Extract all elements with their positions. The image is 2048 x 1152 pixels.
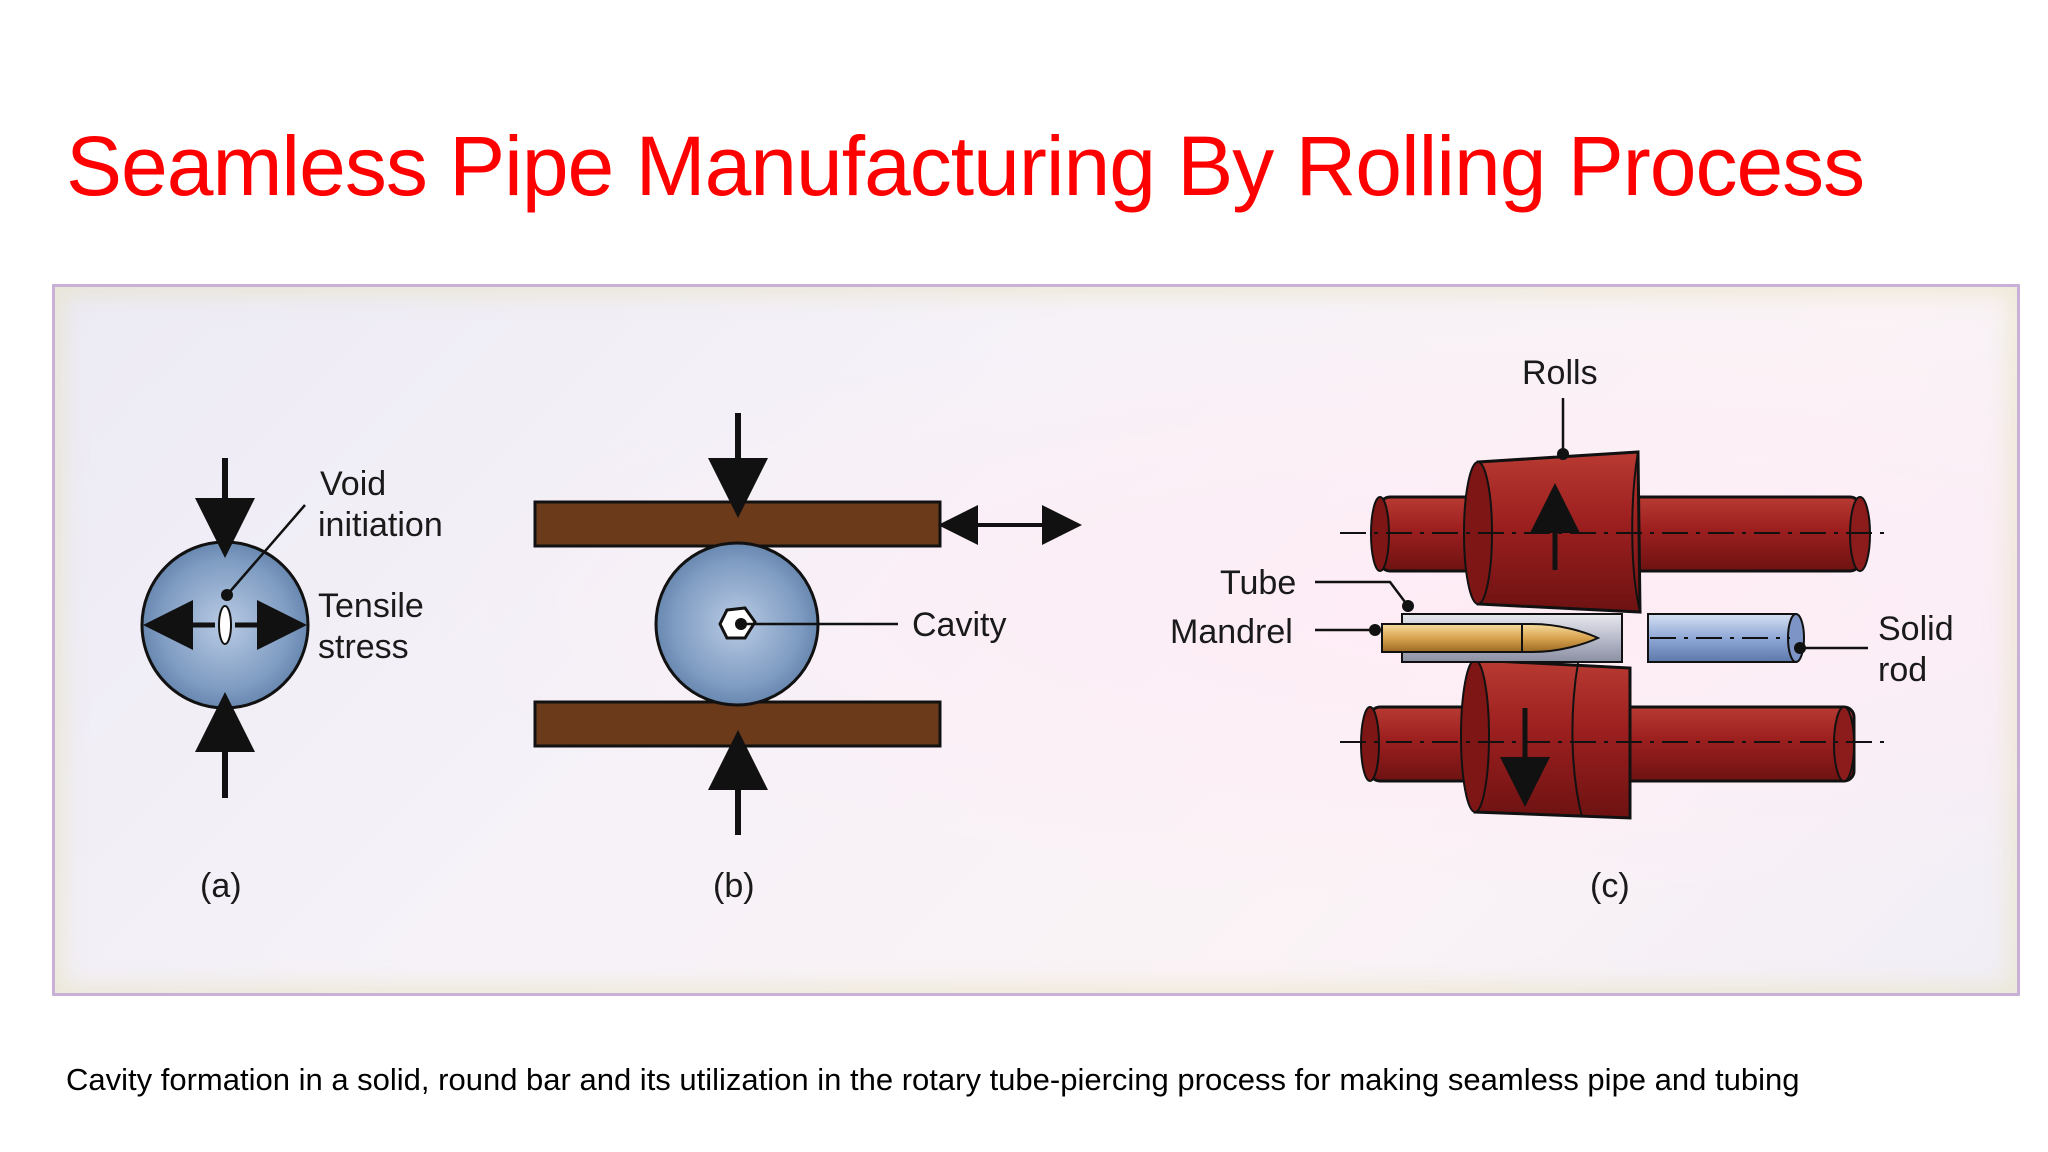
stress-label-line1: Tensile [318, 587, 424, 625]
figure-caption: Cavity formation in a solid, round bar a… [66, 1062, 1800, 1097]
rolls-label: Rolls [1522, 354, 1598, 392]
void-label-line1: Void [320, 465, 386, 503]
solid-rod-label-line1: Solid [1878, 610, 1954, 648]
mandrel-leader-dot [1369, 624, 1381, 636]
mandrel [1381, 623, 1601, 653]
panel-c-tag: (c) [1590, 867, 1630, 905]
solid-rod-label-line2: rod [1878, 651, 1927, 689]
lower-platen [533, 700, 942, 748]
tube-leader-line [1315, 580, 1409, 607]
void-label-line2: initiation [318, 506, 443, 544]
panel-c: Rolls Tube Mandrel Solid rod (c) [1170, 354, 1954, 905]
panel-a: Void initiation Tensile stress (a) [140, 458, 443, 905]
panel-b-tag: (b) [713, 867, 755, 905]
panel-b: Cavity (b) [533, 413, 1082, 905]
tube-label: Tube [1220, 564, 1296, 602]
upper-platen [533, 500, 942, 548]
mandrel-label: Mandrel [1170, 613, 1293, 651]
solid-rod-leader-dot [1794, 642, 1806, 654]
void-shape [218, 605, 232, 645]
slide-title: Seamless Pipe Manufacturing By Rolling P… [66, 119, 1865, 213]
rolls-leader-dot [1557, 448, 1569, 460]
tube-leader-dot [1402, 600, 1414, 612]
panel-a-tag: (a) [200, 867, 242, 905]
void-leader-dot [221, 589, 233, 601]
stress-label-line2: stress [318, 628, 409, 666]
cavity-label: Cavity [912, 606, 1006, 644]
lower-roll [1360, 658, 1856, 820]
void-leader-line [226, 504, 306, 596]
